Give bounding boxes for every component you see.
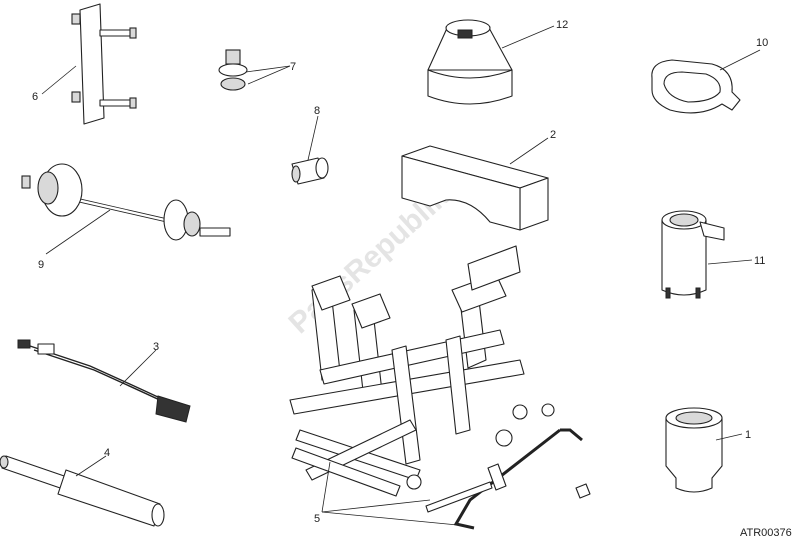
part-12-socket-cup [427,19,513,105]
part-5-stand-assembly [289,245,591,530]
callout-7: 7 [290,61,296,73]
callout-11: 11 [754,255,765,267]
part-6-bracket-tool [71,3,137,125]
part-11-socket-arm [661,210,725,299]
callout-1: 1 [745,429,751,441]
part-7-fitting [218,49,248,91]
part-1-socket [665,407,723,493]
part-2-block [401,145,549,231]
callout-8: 8 [314,105,320,117]
callout-6: 6 [32,91,38,103]
part-8-bushing [291,157,329,185]
callout-12: 12 [556,19,568,31]
callout-4: 4 [104,447,110,459]
part-3-wiring-harness [17,339,191,423]
callout-5: 5 [314,513,320,525]
part-10-ring-wrench [651,59,741,114]
part-9-puller-shaft [21,163,231,241]
callout-2: 2 [550,129,556,141]
reference-code: ATR00376 [740,527,792,539]
callout-9: 9 [38,259,44,271]
callout-10: 10 [756,37,768,49]
part-4-drift-tube [0,455,165,527]
callout-3: 3 [153,341,159,353]
leader-lines [41,25,761,527]
